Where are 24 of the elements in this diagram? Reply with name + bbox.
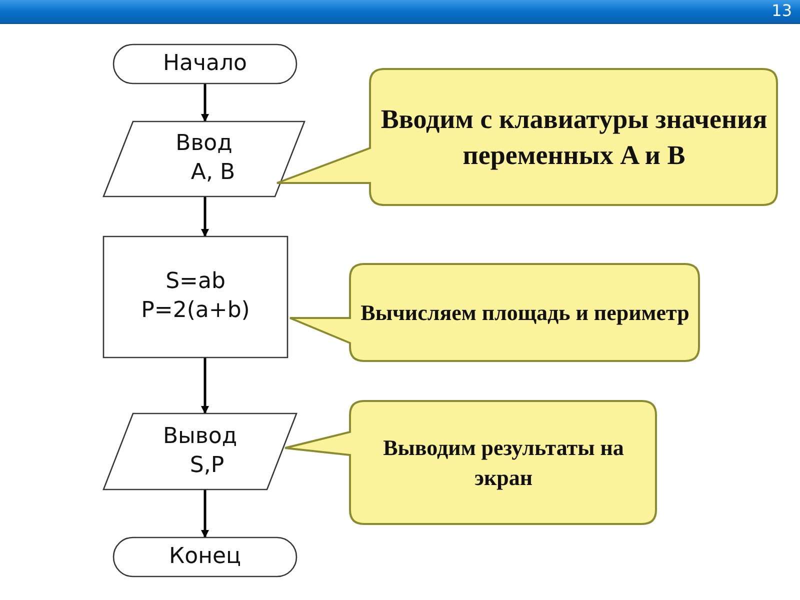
page-number: 13 — [772, 1, 792, 20]
callout-bubble — [290, 263, 700, 362]
arrow — [201, 358, 209, 414]
terminal-shape — [113, 44, 297, 84]
terminal-shape — [113, 537, 297, 577]
node-text: Начало — [162, 50, 248, 78]
node-text: P=2(a+b) — [141, 297, 250, 325]
arrow — [201, 197, 209, 237]
node-text: S,P — [188, 452, 224, 480]
io-parallelogram — [103, 413, 297, 490]
process-box — [103, 236, 288, 358]
node-text: Конец — [169, 542, 241, 571]
node-text: S=ab — [166, 268, 226, 296]
io-parallelogram — [103, 121, 305, 197]
arrow — [201, 490, 209, 538]
callout-text: Выводим результаты на экран — [382, 434, 625, 492]
node-text: Вывод — [162, 422, 238, 451]
arrow — [201, 84, 209, 122]
callout-bubble — [277, 68, 778, 206]
node-text: A, B — [190, 159, 236, 187]
callout-text: Вводим с клавиатуры значения переменных A и B — [380, 102, 768, 172]
callout-bubble — [285, 400, 657, 525]
callout-text: Вычисляем площадь и периметр — [360, 298, 690, 327]
node-text: Ввод — [176, 130, 232, 158]
